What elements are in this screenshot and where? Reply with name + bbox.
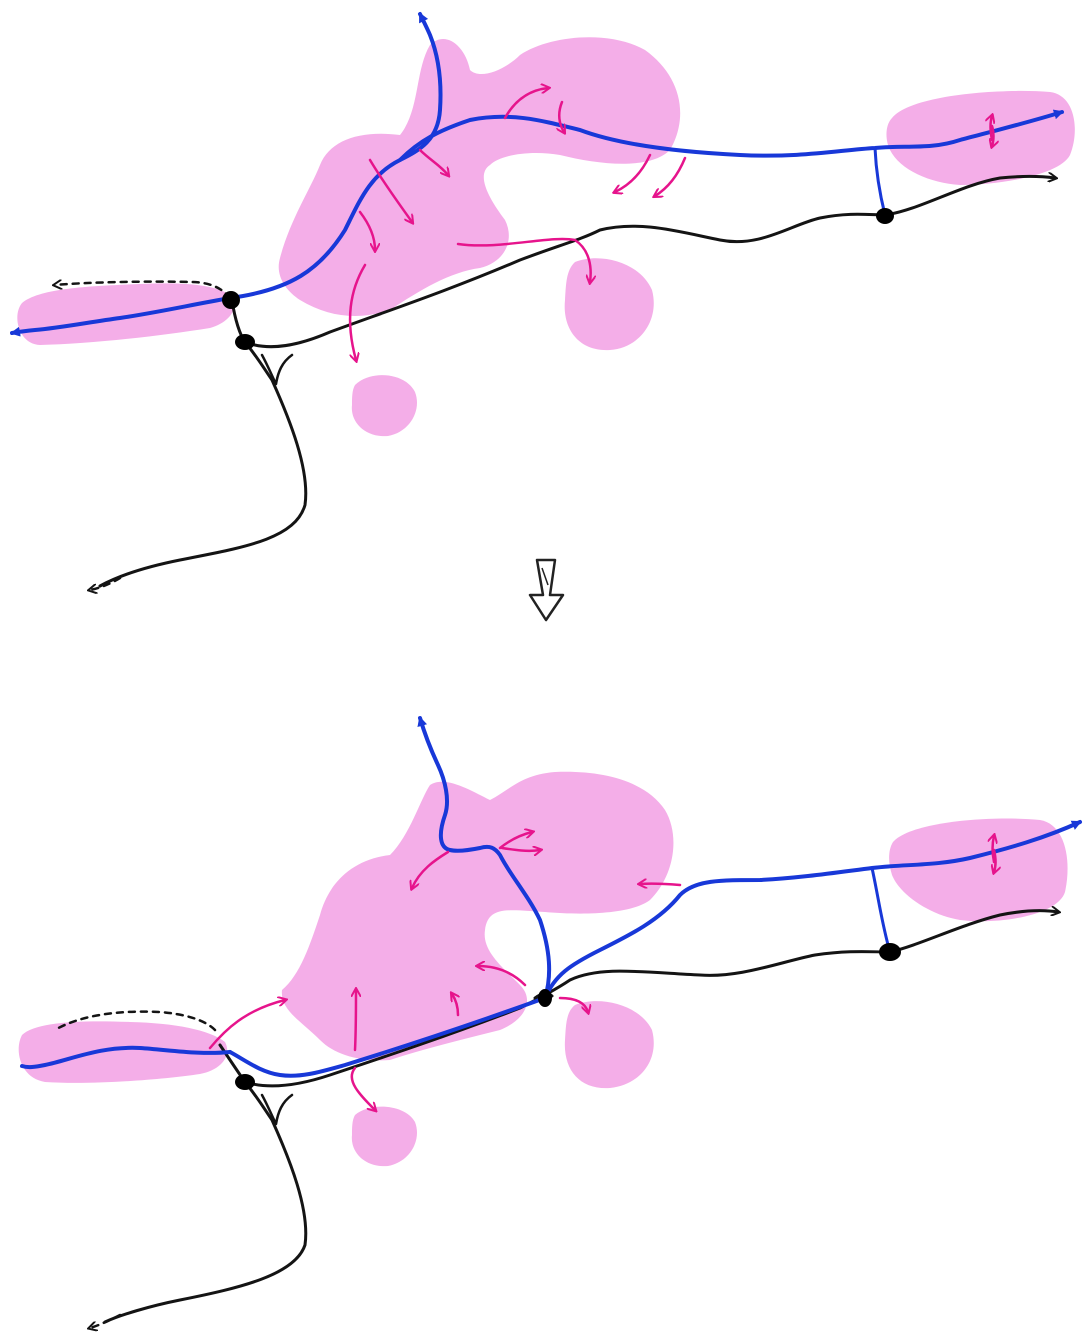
zone-south-1 <box>564 1001 654 1089</box>
zone-core <box>281 771 674 1061</box>
flow-arrow-icon <box>991 116 993 142</box>
station-node-icon <box>879 943 901 961</box>
blue-route-connector <box>873 146 887 217</box>
panel-after <box>18 716 1082 1328</box>
flow-arrow-icon <box>478 966 527 987</box>
zone-east <box>886 90 1075 185</box>
black-route-west-dashed <box>55 282 232 300</box>
flow-arrow-icon <box>993 836 995 864</box>
flow-arrows-after <box>208 832 996 1110</box>
flow-arrow-icon <box>615 153 652 192</box>
flow-arrow-icon <box>358 210 375 250</box>
flow-arrow-icon <box>350 1066 375 1110</box>
black-route-south-dashed <box>90 1313 122 1328</box>
blue-route-west <box>10 296 232 337</box>
black-route-spur <box>260 353 294 386</box>
flow-arrow-icon <box>456 237 591 282</box>
blue-route-west <box>20 1045 232 1070</box>
flow-arrow-icon <box>452 994 458 1017</box>
blue-route-connector <box>870 866 892 954</box>
black-route-main <box>243 911 1058 1088</box>
zone-west <box>18 1021 228 1083</box>
flow-arrow-icon <box>412 850 450 888</box>
black-route-west-dashed <box>53 1010 217 1032</box>
blue-route-main <box>228 109 1064 300</box>
flow-arrow-icon <box>655 156 687 196</box>
flow-arrow-icon <box>500 848 540 851</box>
flow-arrow-icon <box>418 148 448 175</box>
black-route-south-dashed <box>90 576 122 590</box>
flow-arrow-icon <box>498 832 532 850</box>
blue-route-north <box>398 12 443 162</box>
station-node-icon <box>876 208 894 224</box>
flow-arrow-icon <box>992 124 994 146</box>
down-arrow-icon <box>528 558 565 622</box>
flow-arrow-icon <box>348 263 367 360</box>
zone-west <box>17 283 235 345</box>
blue-route-core <box>417 716 552 1000</box>
flow-arrow-icon <box>640 884 682 885</box>
flow-arrow-icon <box>208 1000 285 1050</box>
station-node-icon <box>235 1074 255 1090</box>
black-route-main <box>243 177 1055 349</box>
zone-south-2 <box>351 375 417 437</box>
flow-arrows-before <box>348 88 994 360</box>
panel-before <box>10 12 1075 590</box>
zone-south-2 <box>351 1106 417 1167</box>
zone-south-1 <box>564 258 654 351</box>
blue-route-south-link <box>228 996 547 1078</box>
station-node-icon <box>235 334 255 350</box>
flow-arrow-icon <box>503 88 548 120</box>
station-node-icon <box>538 989 552 1007</box>
flow-arrow-icon <box>994 848 996 872</box>
station-node-icon <box>222 291 240 309</box>
flow-arrow-icon <box>355 990 356 1052</box>
black-route-south <box>98 298 308 588</box>
flow-arrow-icon <box>559 100 564 132</box>
blue-route-main <box>543 820 1082 1000</box>
flow-arrow-icon <box>558 996 588 1012</box>
zone-east <box>889 818 1068 922</box>
black-route-spur <box>260 1093 294 1126</box>
flow-arrow-icon <box>368 158 412 222</box>
